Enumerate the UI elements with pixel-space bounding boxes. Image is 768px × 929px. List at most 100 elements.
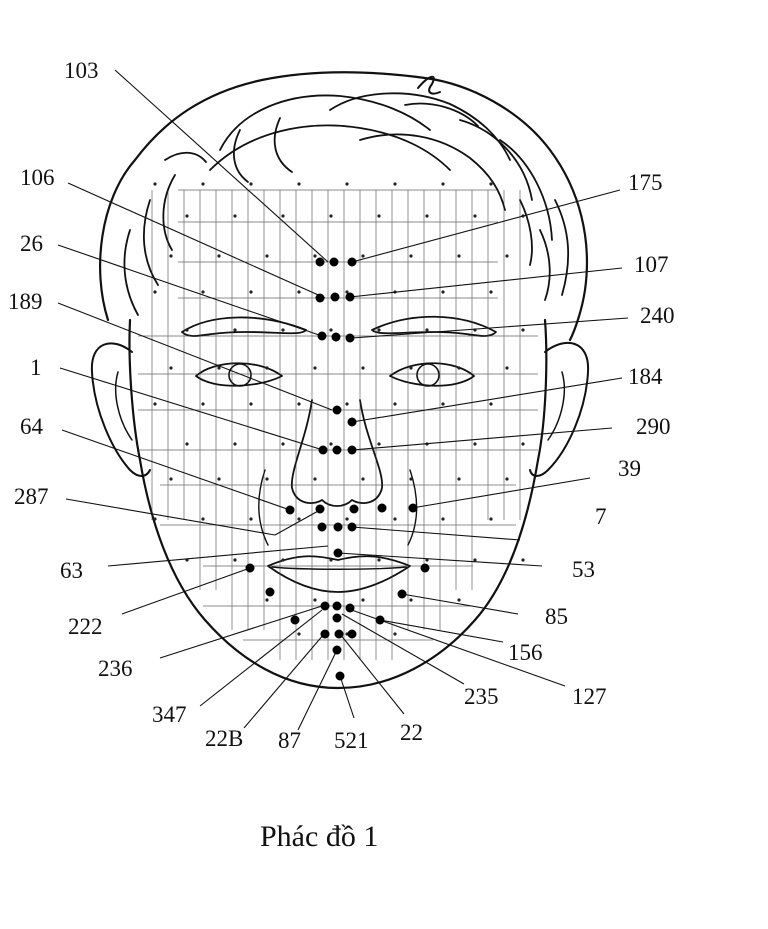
grid-dot bbox=[409, 477, 413, 481]
grid-dot bbox=[169, 254, 173, 258]
label-103: 103 bbox=[64, 58, 99, 83]
point-64 bbox=[285, 505, 295, 515]
grid-dot bbox=[441, 290, 445, 294]
grid-dot bbox=[265, 598, 269, 602]
label-87: 87 bbox=[278, 728, 301, 753]
grid-dot bbox=[457, 366, 461, 370]
grid-dot bbox=[361, 598, 365, 602]
grid-dot bbox=[329, 328, 333, 332]
grid-dot bbox=[345, 402, 349, 406]
grid-dot bbox=[217, 477, 221, 481]
label-184: 184 bbox=[628, 364, 663, 389]
acupoints bbox=[245, 257, 430, 681]
grid-dot bbox=[473, 558, 477, 562]
grid-dot bbox=[249, 182, 253, 186]
diagram-caption: Phác đồ 1 bbox=[260, 820, 378, 853]
label-63: 63 bbox=[60, 558, 83, 583]
label-222: 222 bbox=[68, 614, 103, 639]
left-eyebrow bbox=[181, 316, 307, 337]
right-eyebrow bbox=[371, 315, 497, 337]
point-107 bbox=[345, 292, 355, 302]
point-521 bbox=[335, 671, 345, 681]
point-184 bbox=[347, 417, 357, 427]
grid-dot bbox=[169, 366, 173, 370]
label-22: 22 bbox=[400, 720, 423, 745]
label-107: 107 bbox=[634, 252, 669, 277]
point-labels: 103 106 26 189 1 64 287 63 222 236 347 2… bbox=[8, 58, 675, 753]
point-53 bbox=[333, 548, 343, 558]
label-127: 127 bbox=[572, 684, 607, 709]
label-53: 53 bbox=[572, 557, 595, 582]
grid-dot bbox=[265, 254, 269, 258]
grid-dot bbox=[521, 442, 525, 446]
label-7: 7 bbox=[595, 504, 607, 529]
grid-dot bbox=[361, 254, 365, 258]
grid-dot bbox=[329, 442, 333, 446]
right-eye bbox=[389, 362, 475, 387]
grid-dot bbox=[313, 254, 317, 258]
grid-dot bbox=[489, 402, 493, 406]
label-347: 347 bbox=[152, 702, 187, 727]
point-222 bbox=[245, 563, 255, 573]
point-175 bbox=[347, 257, 357, 267]
label-189: 189 bbox=[8, 289, 43, 314]
grid-dot bbox=[281, 214, 285, 218]
grid-dot bbox=[425, 214, 429, 218]
grid-dot bbox=[393, 402, 397, 406]
right-ear bbox=[529, 341, 590, 477]
grid-dot bbox=[313, 477, 317, 481]
point-1 bbox=[318, 445, 328, 455]
grid-dot bbox=[489, 182, 493, 186]
point-189 bbox=[332, 405, 342, 415]
label-39: 39 bbox=[618, 456, 641, 481]
grid-dot bbox=[409, 598, 413, 602]
face-drawing bbox=[90, 71, 590, 690]
label-22B: 22B bbox=[205, 726, 243, 751]
grid-dot bbox=[265, 477, 269, 481]
label-26: 26 bbox=[20, 231, 43, 256]
grid-dot bbox=[457, 598, 461, 602]
point-26 bbox=[317, 331, 327, 341]
grid-dot bbox=[265, 366, 269, 370]
grid-dot bbox=[425, 328, 429, 332]
grid-dot bbox=[473, 214, 477, 218]
grid-dot bbox=[441, 402, 445, 406]
grid-dot bbox=[153, 402, 157, 406]
grid-dot bbox=[521, 328, 525, 332]
hair-flick bbox=[417, 75, 441, 95]
grid-dot bbox=[345, 290, 349, 294]
hair-waves bbox=[123, 92, 570, 316]
point-240 bbox=[345, 333, 355, 343]
grid-dot bbox=[297, 632, 301, 636]
label-64: 64 bbox=[20, 414, 44, 439]
grid-dot bbox=[489, 517, 493, 521]
grid-dot bbox=[409, 366, 413, 370]
grid-dot bbox=[185, 214, 189, 218]
hair-outline bbox=[99, 71, 588, 342]
grid-dot bbox=[249, 517, 253, 521]
grid-dot bbox=[201, 182, 205, 186]
grid-dot bbox=[201, 402, 205, 406]
point-106 bbox=[315, 293, 325, 303]
grid-dot bbox=[249, 290, 253, 294]
label-1: 1 bbox=[30, 355, 42, 380]
grid-dot bbox=[409, 254, 413, 258]
grid-dot bbox=[361, 366, 365, 370]
grid-dot bbox=[233, 328, 237, 332]
grid-dot bbox=[217, 366, 221, 370]
grid-dot bbox=[185, 328, 189, 332]
face-outline bbox=[128, 318, 548, 690]
label-240: 240 bbox=[640, 303, 675, 328]
point-85 bbox=[397, 589, 407, 599]
grid-dot bbox=[393, 182, 397, 186]
grid-dot bbox=[377, 328, 381, 332]
left-iris bbox=[228, 363, 252, 387]
grid-dot bbox=[329, 214, 333, 218]
point-287 bbox=[315, 504, 325, 514]
grid-dot bbox=[361, 477, 365, 481]
nose bbox=[291, 399, 383, 507]
grid-dot bbox=[281, 442, 285, 446]
label-156: 156 bbox=[508, 640, 543, 665]
grid-dot bbox=[169, 477, 173, 481]
